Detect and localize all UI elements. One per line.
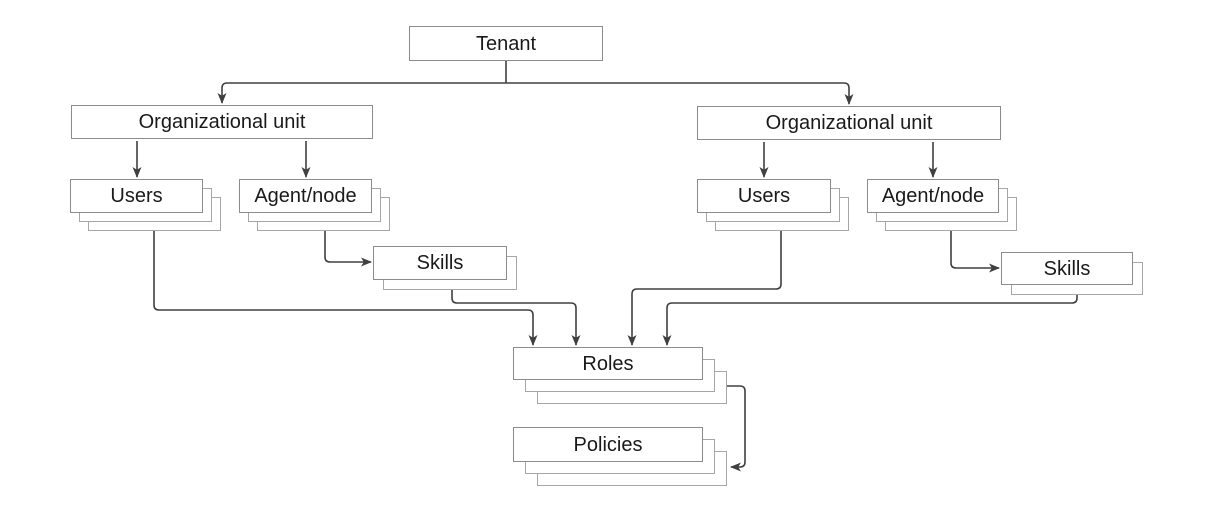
node-organizational-unit-left: Organizational unit — [71, 105, 373, 139]
node-policies-label: Policies — [573, 433, 643, 456]
node-policies: Policies — [513, 427, 727, 486]
edge-agent-right-skills-right — [950, 231, 1000, 273]
node-users-right: Users — [697, 179, 849, 231]
node-skills-right: Skills — [1001, 252, 1143, 295]
edge-tenant-ou-left — [217, 82, 506, 104]
node-agent-left: Agent/node — [239, 179, 390, 231]
node-tenant: Tenant — [409, 26, 603, 61]
node-users-left-label: Users — [110, 185, 163, 207]
node-agent-left-box: Agent/node — [239, 179, 372, 213]
node-agent-right-box: Agent/node — [867, 179, 999, 213]
node-agent-right-label: Agent/node — [881, 185, 985, 207]
node-agent-right: Agent/node — [867, 179, 1017, 231]
edge-roles-policies — [727, 385, 746, 472]
node-agent-left-label: Agent/node — [254, 185, 357, 207]
node-skills-left-label: Skills — [416, 252, 464, 274]
node-tenant-box: Tenant — [409, 26, 603, 61]
edge-skills-right-roles — [662, 295, 1078, 346]
edge-agent-left-skills-left — [324, 231, 372, 267]
node-organizational-unit-right-label: Organizational unit — [765, 112, 933, 134]
edge-tenant-ou-right — [506, 82, 854, 105]
edge-users-right-roles — [627, 231, 782, 346]
node-roles: Roles — [513, 347, 727, 404]
node-policies-box: Policies — [513, 427, 703, 462]
node-users-right-box: Users — [697, 179, 831, 213]
node-organizational-unit-right-box: Organizational unit — [697, 106, 1001, 140]
node-organizational-unit-left-box: Organizational unit — [71, 105, 373, 139]
node-users-left: Users — [70, 179, 221, 231]
node-skills-right-label: Skills — [1043, 257, 1091, 280]
edge-users-left-roles — [153, 231, 538, 346]
node-organizational-unit-left-label: Organizational unit — [138, 111, 306, 133]
node-skills-left: Skills — [373, 246, 517, 290]
node-skills-left-box: Skills — [373, 246, 507, 280]
node-roles-label: Roles — [582, 352, 634, 375]
node-roles-box: Roles — [513, 347, 703, 380]
node-users-right-label: Users — [737, 185, 791, 207]
node-organizational-unit-right: Organizational unit — [697, 106, 1001, 140]
node-users-left-box: Users — [70, 179, 203, 213]
edge-skills-left-roles — [451, 290, 581, 346]
node-skills-right-box: Skills — [1001, 252, 1133, 285]
node-tenant-label: Tenant — [475, 32, 537, 55]
